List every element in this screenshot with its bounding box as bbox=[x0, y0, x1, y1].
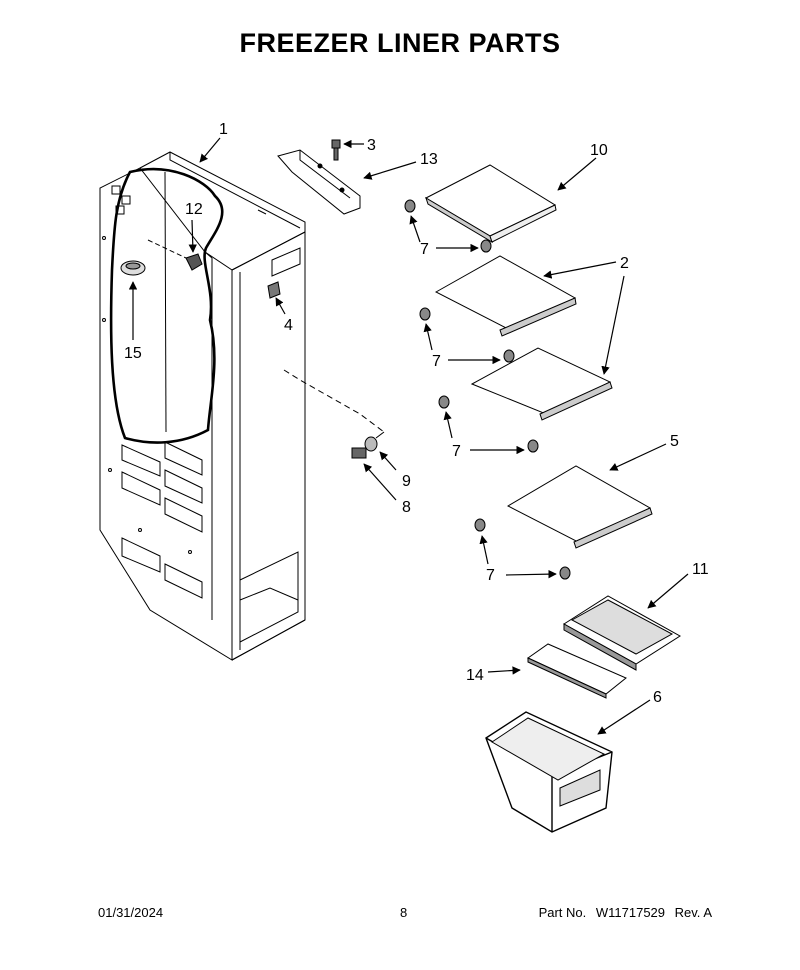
callout-8: 8 bbox=[402, 499, 411, 516]
part-11-tray bbox=[563, 595, 681, 671]
part-number: W11717529 bbox=[595, 905, 666, 920]
callout-4: 4 bbox=[284, 317, 293, 334]
part-6-bin bbox=[485, 711, 613, 833]
callout-1: 1 bbox=[219, 121, 228, 138]
callout-15: 15 bbox=[124, 345, 142, 362]
page-title: FREEZER LINER PARTS bbox=[239, 28, 561, 58]
shelf-2-lower bbox=[470, 347, 613, 421]
footer-page-number: 8 bbox=[400, 905, 408, 920]
part-15-light-socket bbox=[120, 260, 146, 276]
callout-13: 13 bbox=[420, 151, 438, 168]
callout-6: 6 bbox=[653, 689, 662, 706]
callout-7b: 7 bbox=[432, 353, 441, 370]
callout-11: 11 bbox=[692, 561, 709, 578]
callout-3: 3 bbox=[367, 137, 376, 154]
callout-7d: 7 bbox=[486, 567, 495, 584]
shelf-2-upper bbox=[434, 255, 577, 337]
part-8-9-damper bbox=[351, 436, 378, 459]
callout-7c: 7 bbox=[452, 443, 461, 460]
footer-part-info: Part No. W11717529 Rev. A bbox=[539, 905, 712, 920]
footer-date: 01/31/2024 bbox=[98, 905, 164, 920]
callout-5: 5 bbox=[670, 433, 679, 450]
part-number-label: Part No. bbox=[538, 905, 587, 920]
shelf-supports bbox=[404, 199, 571, 580]
freezer-liner bbox=[99, 151, 306, 661]
part-4-bracket bbox=[267, 281, 281, 299]
part-13-housing bbox=[277, 149, 361, 215]
callout-7a: 7 bbox=[420, 241, 429, 258]
leader-lines bbox=[128, 137, 689, 735]
revision: Rev. A bbox=[674, 905, 712, 920]
part-14-cover bbox=[527, 643, 627, 699]
callout-2: 2 bbox=[620, 255, 629, 272]
callout-9: 9 bbox=[402, 473, 411, 490]
callout-14: 14 bbox=[466, 667, 484, 684]
shelf-10 bbox=[424, 164, 557, 244]
shelf-5 bbox=[506, 465, 653, 549]
part-12-clip bbox=[185, 253, 203, 271]
part-3-screw bbox=[331, 139, 341, 161]
callout-12: 12 bbox=[185, 201, 203, 218]
callout-10: 10 bbox=[590, 142, 608, 159]
